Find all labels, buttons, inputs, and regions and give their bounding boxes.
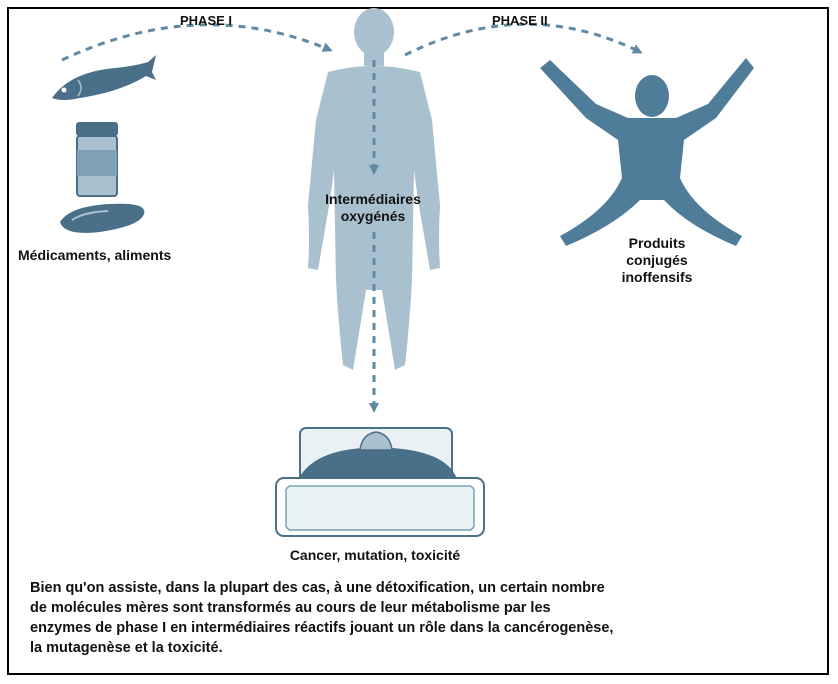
caption-line-3: enzymes de phase I en intermédiaires réa… bbox=[30, 618, 820, 638]
products-line-3: inoffensifs bbox=[592, 269, 722, 286]
fish-icon bbox=[52, 55, 156, 100]
inputs-label: Médicaments, aliments bbox=[18, 247, 171, 264]
intermediates-line-2: oxygénés bbox=[298, 208, 448, 225]
products-label: Produits conjugés inoffensifs bbox=[592, 235, 722, 286]
caption-text: Bien qu'on assiste, dans la plupart des … bbox=[30, 578, 820, 658]
products-line-1: Produits bbox=[592, 235, 722, 252]
phase1-label: PHASE I bbox=[180, 12, 232, 29]
intermediates-line-1: Intermédiaires bbox=[298, 191, 448, 208]
caption-line-1: Bien qu'on assiste, dans la plupart des … bbox=[30, 578, 820, 598]
intermediates-label: Intermédiaires oxygénés bbox=[298, 191, 448, 225]
steak-icon bbox=[60, 204, 144, 233]
phase1-arrow bbox=[62, 25, 330, 60]
products-line-2: conjugés bbox=[592, 252, 722, 269]
pill-bottle-icon bbox=[76, 122, 118, 196]
caption-line-4: la mutagenèse et la toxicité. bbox=[30, 638, 820, 658]
phase2-label: PHASE II bbox=[492, 12, 548, 29]
bed-with-patient-icon bbox=[276, 428, 484, 536]
human-figure-phase2 bbox=[540, 58, 754, 246]
caption-line-2: de molécules mères sont transformés au c… bbox=[30, 598, 820, 618]
outcome-label: Cancer, mutation, toxicité bbox=[250, 547, 500, 564]
